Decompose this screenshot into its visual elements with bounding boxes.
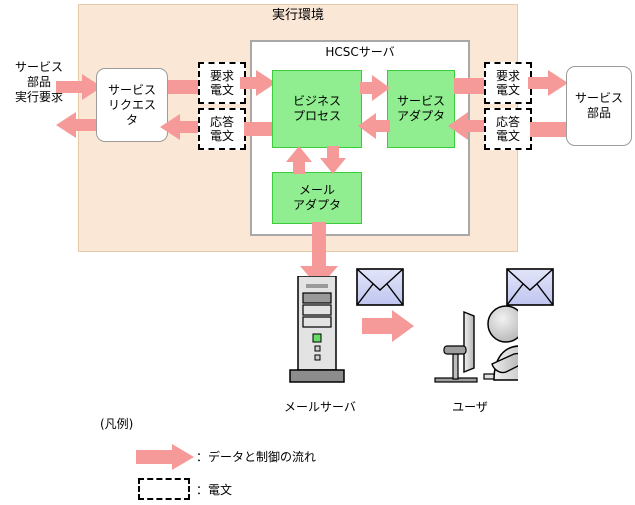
arrow-mail-server-to-user xyxy=(362,310,414,342)
service-requester-line-2: リクエス xyxy=(107,97,156,112)
execution-environment-title: 実行環境 xyxy=(271,8,324,23)
mail-adapter-line-2: アダプタ xyxy=(292,198,341,212)
left-request-line-1: 要求 xyxy=(209,69,234,83)
arrow-adapter-to-right-request xyxy=(454,78,488,94)
user-label: ユーザ xyxy=(452,400,488,414)
mail-adapter-box[interactable]: メール アダプタ xyxy=(272,172,362,224)
message-box-right-request: 要求 電文 xyxy=(484,62,532,104)
legend-title: (凡例) xyxy=(100,417,134,431)
right-response-line-1: 応答 xyxy=(495,115,520,129)
legend-dashed-label: ：電文 xyxy=(196,483,233,497)
business-process-box[interactable]: ビジネス プロセス xyxy=(272,70,362,148)
business-process-line-2: プロセス xyxy=(292,109,341,123)
service-adapter-box[interactable]: サービス アダプタ xyxy=(387,70,455,148)
right-request-line-1: 要求 xyxy=(495,69,520,83)
mail-adapter-line-1: メール xyxy=(298,183,335,197)
legend-arrow-icon xyxy=(136,444,194,470)
request-source-line-1: サービス xyxy=(14,60,63,74)
mail-server-label: メールサーバ xyxy=(284,400,356,414)
service-component-request-label: サービス 部品 実行要求 xyxy=(2,60,76,105)
arrow-right-response-to-adapter xyxy=(448,112,490,140)
request-source-line-2: 部品 xyxy=(26,75,51,89)
arrow-response-out xyxy=(56,112,102,138)
arrow-component-to-right-response xyxy=(530,122,566,137)
message-box-left-response: 応答 電文 xyxy=(198,108,246,150)
message-box-left-request: 要求 電文 xyxy=(198,62,246,104)
arrow-process-to-adapter xyxy=(360,75,390,101)
service-component-box[interactable]: サービス 部品 xyxy=(566,66,632,146)
arrow-mail-adapter-to-mail-server xyxy=(300,222,338,288)
message-box-right-response: 応答 電文 xyxy=(484,108,532,150)
arrow-request-in xyxy=(56,74,102,100)
hcsc-server-title: HCSCサーバ xyxy=(325,45,395,59)
request-source-line-3: 実行要求 xyxy=(14,90,63,104)
left-response-line-2: 電文 xyxy=(209,129,234,143)
arrow-process-to-mail-adapter xyxy=(320,146,346,174)
service-component-line-2: 部品 xyxy=(586,106,611,120)
service-requester-box[interactable]: サービス リクエス タ xyxy=(96,68,168,142)
service-requester-line-1: サービス xyxy=(107,82,156,97)
arrow-request-message-to-process xyxy=(240,70,276,96)
right-request-line-2: 電文 xyxy=(495,83,520,97)
service-adapter-line-1: サービス xyxy=(396,94,445,108)
user-icon xyxy=(428,302,543,392)
arrow-adapter-to-process xyxy=(358,113,390,139)
envelope-icon-user xyxy=(506,268,554,310)
service-component-line-1: サービス xyxy=(574,91,623,105)
service-adapter-line-2: アダプタ xyxy=(396,109,445,123)
legend-dashed-box-icon xyxy=(138,478,190,500)
business-process-line-1: ビジネス xyxy=(292,94,341,108)
arrow-requester-to-request-message xyxy=(168,80,200,94)
arrow-right-request-to-component xyxy=(528,70,568,96)
service-requester-line-3: タ xyxy=(125,112,138,127)
arrow-response-message-to-requester xyxy=(160,114,200,140)
mail-server-icon xyxy=(286,275,348,390)
left-response-line-1: 応答 xyxy=(209,115,234,129)
right-response-line-2: 電文 xyxy=(495,129,520,143)
arrow-mail-adapter-to-process xyxy=(286,146,312,174)
left-request-line-2: 電文 xyxy=(209,83,234,97)
arrow-process-to-response-message xyxy=(244,122,276,136)
envelope-icon-mail-server xyxy=(356,268,404,310)
legend-arrow-label: ：データと制御の流れ xyxy=(196,450,317,464)
